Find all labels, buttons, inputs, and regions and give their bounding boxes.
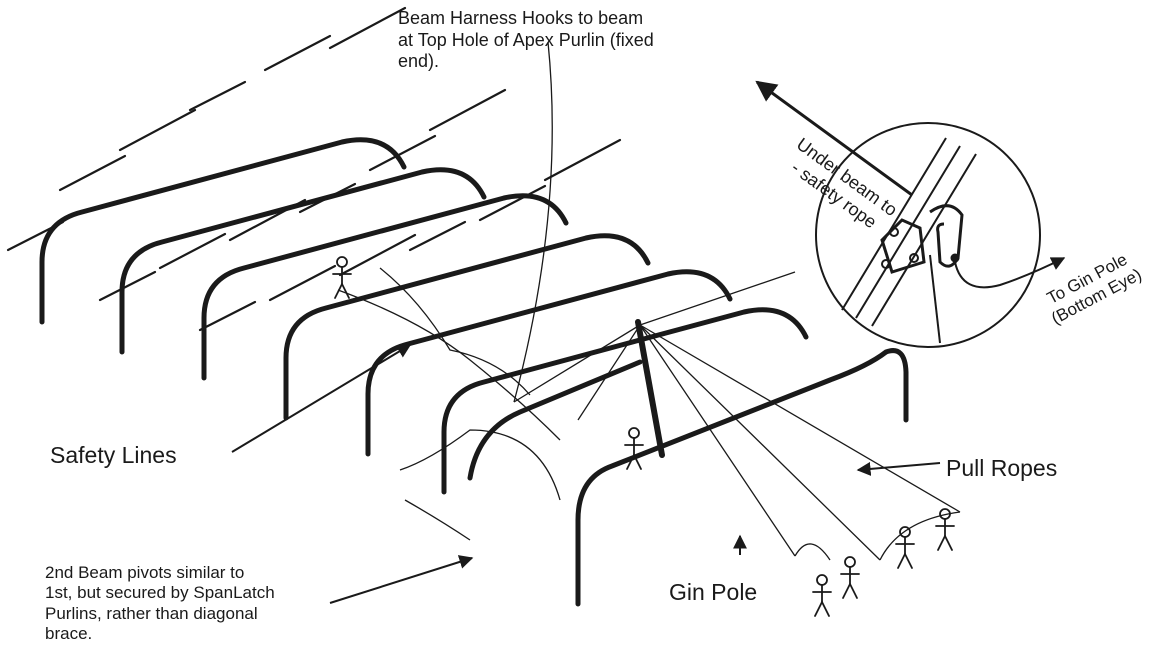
purlin-1	[8, 222, 63, 250]
bottom-note-arrow	[330, 558, 472, 603]
purlin-16	[410, 222, 465, 250]
beam-frame-6	[444, 310, 806, 492]
pull-ropes-label: Pull Ropes	[946, 455, 1057, 483]
gin-pole-label: Gin Pole	[669, 579, 757, 607]
safety-lines-arrow	[232, 345, 410, 452]
beam-harness-note: Beam Harness Hooks to beam at Top Hole o…	[398, 8, 728, 73]
gin-pole-rope-arrow	[955, 258, 1064, 287]
purlin-18	[545, 140, 620, 180]
purlin-2	[60, 156, 125, 190]
purlin-14	[270, 266, 335, 300]
beam-frame-3	[204, 196, 566, 378]
purlin-7	[100, 272, 155, 300]
purlin-10	[300, 184, 355, 212]
purlin-3	[120, 110, 195, 150]
pull-ropes-arrow	[858, 463, 940, 470]
purlin-4	[190, 82, 245, 110]
purlin-6	[330, 8, 405, 48]
purlin-5	[265, 36, 330, 70]
purlin-13	[200, 302, 255, 330]
purlin-12	[430, 90, 505, 130]
gin-pole	[638, 322, 662, 455]
second-beam-note: 2nd Beam pivots similar to 1st, but secu…	[45, 563, 325, 645]
beam-frame-2	[122, 170, 484, 352]
beam-frames	[42, 140, 806, 492]
safety-lines-label: Safety Lines	[50, 442, 177, 470]
